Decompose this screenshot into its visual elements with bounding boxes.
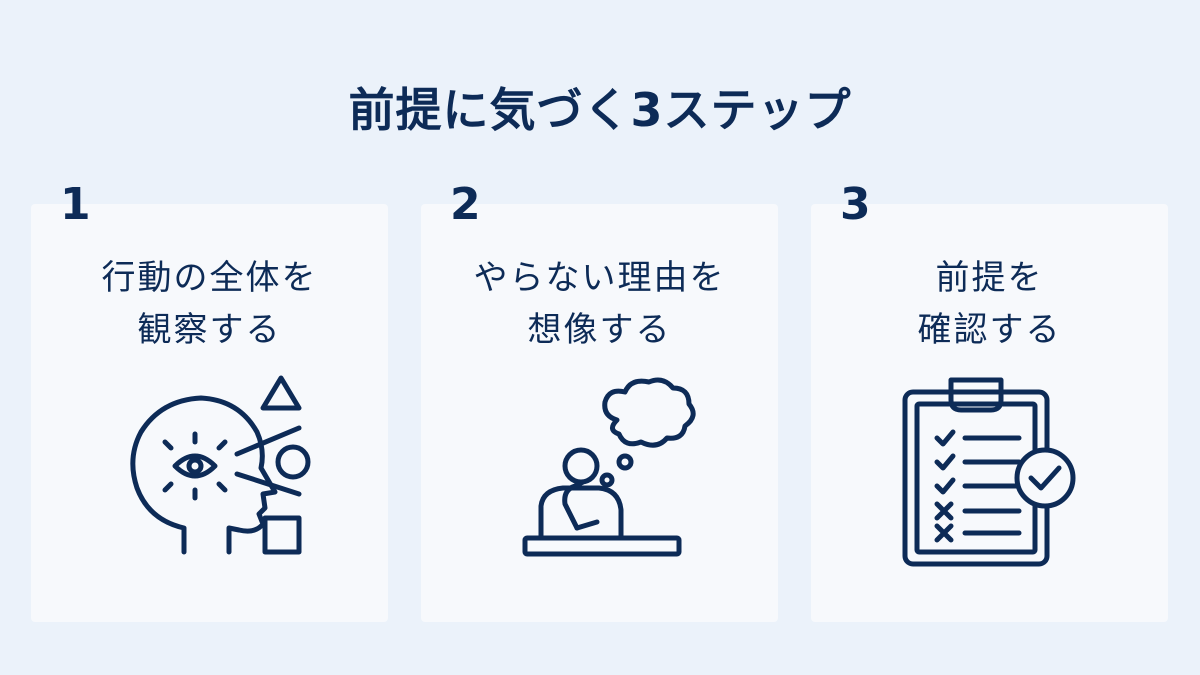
step-card-2: やらない理由を 想像する xyxy=(421,204,778,622)
step-2-label-line-1: やらない理由を xyxy=(473,258,726,298)
step-1-label-line-1: 行動の全体を xyxy=(101,258,318,298)
step-2-label: やらない理由を 想像する xyxy=(421,252,778,356)
step-card-3: 前提を 確認する xyxy=(811,204,1168,622)
step-3-label: 前提を 確認する xyxy=(811,252,1168,356)
head-observe-icon xyxy=(130,375,311,555)
step-2-number: 2 xyxy=(450,179,481,230)
step-3-label-line-1: 前提を xyxy=(935,258,1044,298)
step-1-number: 1 xyxy=(60,179,91,230)
step-3-label-line-2: 確認する xyxy=(917,310,1062,350)
step-card-1: 行動の全体を 観察する xyxy=(31,204,388,622)
step-1-label: 行動の全体を 観察する xyxy=(31,252,388,356)
step-1-label-line-2: 観察する xyxy=(137,310,282,350)
page-title: 前提に気づく3ステップ xyxy=(348,83,852,137)
thinking-person-icon xyxy=(522,377,696,557)
step-3-number: 3 xyxy=(840,179,871,230)
step-2-label-line-2: 想像する xyxy=(527,310,672,350)
clipboard-checklist-icon xyxy=(902,377,1076,567)
